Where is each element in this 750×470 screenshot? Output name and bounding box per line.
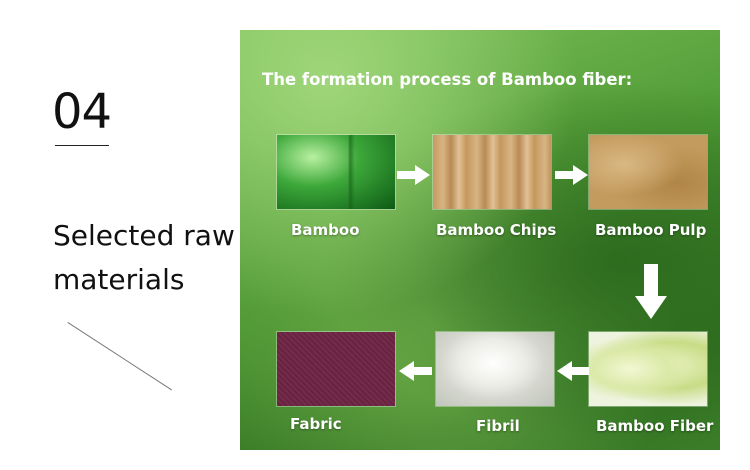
step-label-bamboo-chips: Bamboo Chips (436, 221, 557, 239)
bamboo-fiber-image (589, 332, 707, 406)
arrow-left-icon (399, 361, 432, 381)
bamboo-chips-image (433, 135, 551, 209)
section-number: 04 (52, 84, 112, 140)
arrow-down-icon (635, 264, 667, 319)
fibril-image (436, 332, 554, 406)
decorative-line (67, 322, 172, 391)
step-label-fabric: Fabric (290, 415, 342, 433)
step-label-fibril: Fibril (476, 417, 520, 435)
arrow-left-icon (557, 361, 590, 381)
step-label-bamboo-pulp: Bamboo Pulp (595, 221, 707, 239)
bamboo-image (277, 135, 395, 209)
bamboo-pulp-image (589, 135, 707, 209)
fabric-image (277, 332, 395, 406)
process-panel: The formation process of Bamboo fiber: B… (240, 30, 720, 450)
section-heading: Selected raw materials (53, 219, 235, 296)
step-label-bamboo-fiber: Bamboo Fiber (596, 417, 714, 435)
arrow-right-icon (397, 165, 430, 185)
process-title: The formation process of Bamboo fiber: (262, 70, 633, 89)
arrow-right-icon (555, 165, 588, 185)
section-number-underline (55, 145, 109, 146)
step-label-bamboo: Bamboo (291, 221, 360, 239)
